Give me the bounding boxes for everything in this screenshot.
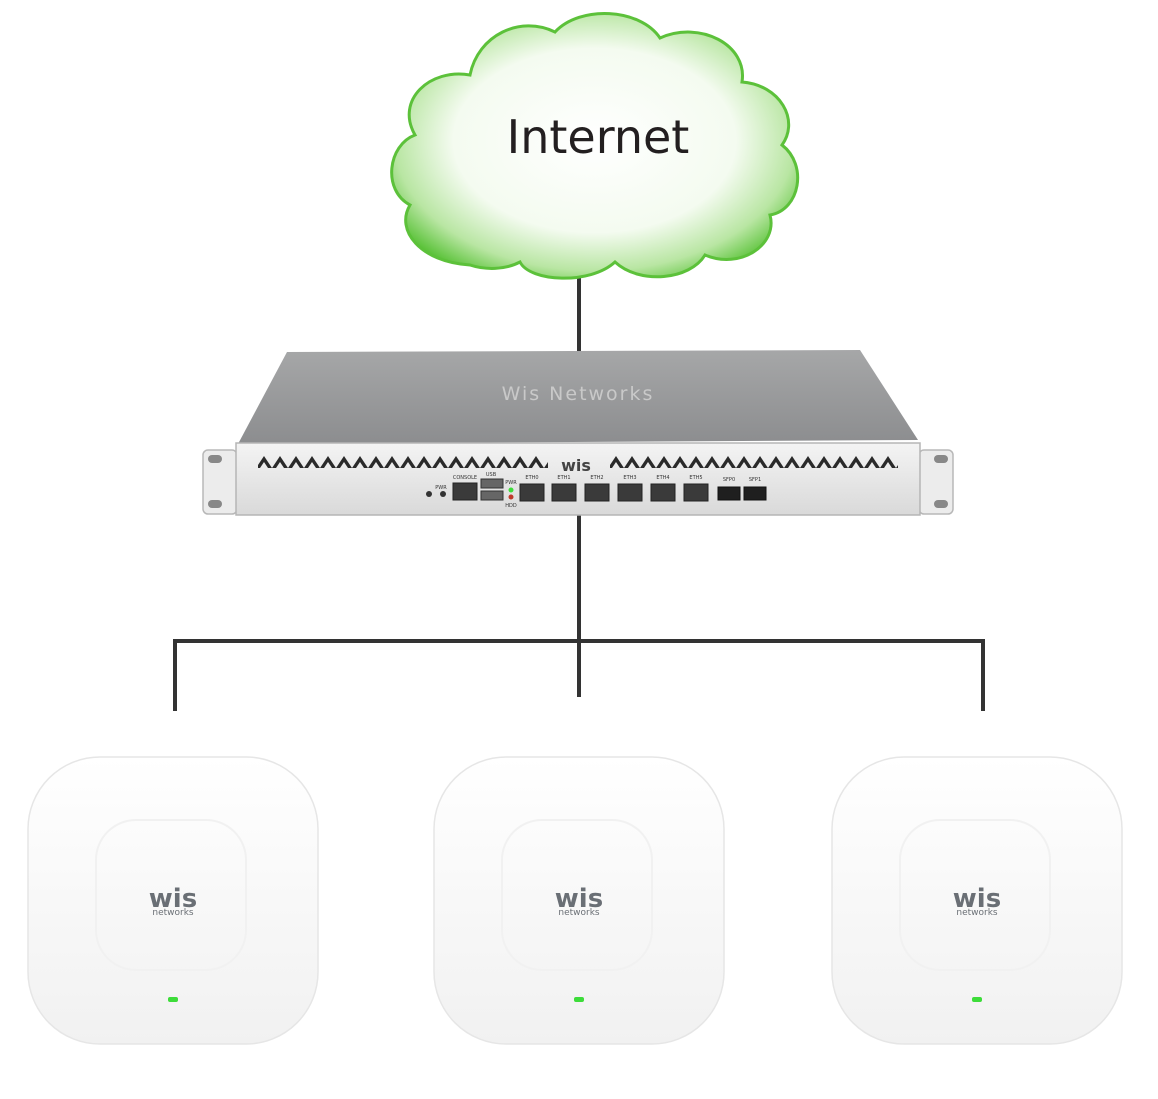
console-label: CONSOLE [453, 475, 477, 481]
eth-label: ETH1 [557, 475, 570, 481]
ap-logo-sub: networks [558, 908, 600, 918]
pwr-label: PWR [435, 485, 447, 491]
hdd-label: HDD [505, 503, 517, 509]
sfp-label: SFP1 [749, 477, 761, 483]
internet-cloud: Internet [390, 12, 800, 280]
reset-button[interactable] [440, 491, 446, 497]
usb-label: USB [486, 472, 497, 478]
cloud-label: Internet [507, 110, 690, 164]
ap-logo: wis [953, 884, 1001, 914]
usb-port-1[interactable] [480, 478, 504, 489]
link-ap-bus [173, 639, 985, 711]
zigzag-left [258, 456, 548, 468]
ap-logo: wis [555, 884, 603, 914]
zigzag-right [610, 456, 898, 468]
eth-port[interactable] [584, 483, 610, 502]
eth-label: ETH0 [525, 475, 538, 481]
ap-panel [95, 819, 247, 971]
console-port[interactable] [452, 482, 478, 501]
access-point-1: wis networks [27, 756, 319, 1045]
router-logo: wis [561, 456, 591, 475]
ap-logo-sub: networks [956, 908, 998, 918]
router: Wis Networks wis PWR CONSOLE USB PWR HDD… [202, 350, 954, 516]
power-button[interactable] [426, 491, 432, 497]
eth-label: ETH5 [689, 475, 702, 481]
sfp-port[interactable] [743, 486, 767, 501]
ap-body [27, 756, 319, 1045]
pwr-led [508, 487, 514, 493]
ap-body [831, 756, 1123, 1045]
access-point-3: wis networks [831, 756, 1123, 1045]
sfp-label: SFP0 [723, 477, 735, 483]
ap-panel [501, 819, 653, 971]
eth-ports: ETH0 ETH1 ETH2 ETH3 ETH4 ETH5 [519, 475, 709, 502]
access-point-2: wis networks [433, 756, 725, 1045]
router-front-panel [235, 442, 921, 516]
eth-port[interactable] [650, 483, 676, 502]
eth-port[interactable] [519, 483, 545, 502]
ap-logo-sub: networks [152, 908, 194, 918]
pwr-led-label: PWR [505, 480, 517, 486]
usb-port-2[interactable] [480, 490, 504, 501]
ap-status-led [574, 997, 584, 1002]
eth-port[interactable] [551, 483, 577, 502]
ap-status-led [168, 997, 178, 1002]
eth-port[interactable] [617, 483, 643, 502]
router-brand-text: Wis Networks [502, 383, 655, 405]
eth-port[interactable] [683, 483, 709, 502]
router-top [238, 350, 918, 444]
cloud-shape [390, 12, 800, 280]
eth-label: ETH4 [656, 475, 669, 481]
sfp-ports: SFP0 SFP1 [717, 477, 767, 501]
eth-label: ETH3 [623, 475, 636, 481]
sfp-port[interactable] [717, 486, 741, 501]
ap-panel [899, 819, 1051, 971]
eth-label: ETH2 [590, 475, 603, 481]
ap-status-led [972, 997, 982, 1002]
ap-logo: wis [149, 884, 197, 914]
hdd-led [508, 494, 514, 500]
ap-body [433, 756, 725, 1045]
